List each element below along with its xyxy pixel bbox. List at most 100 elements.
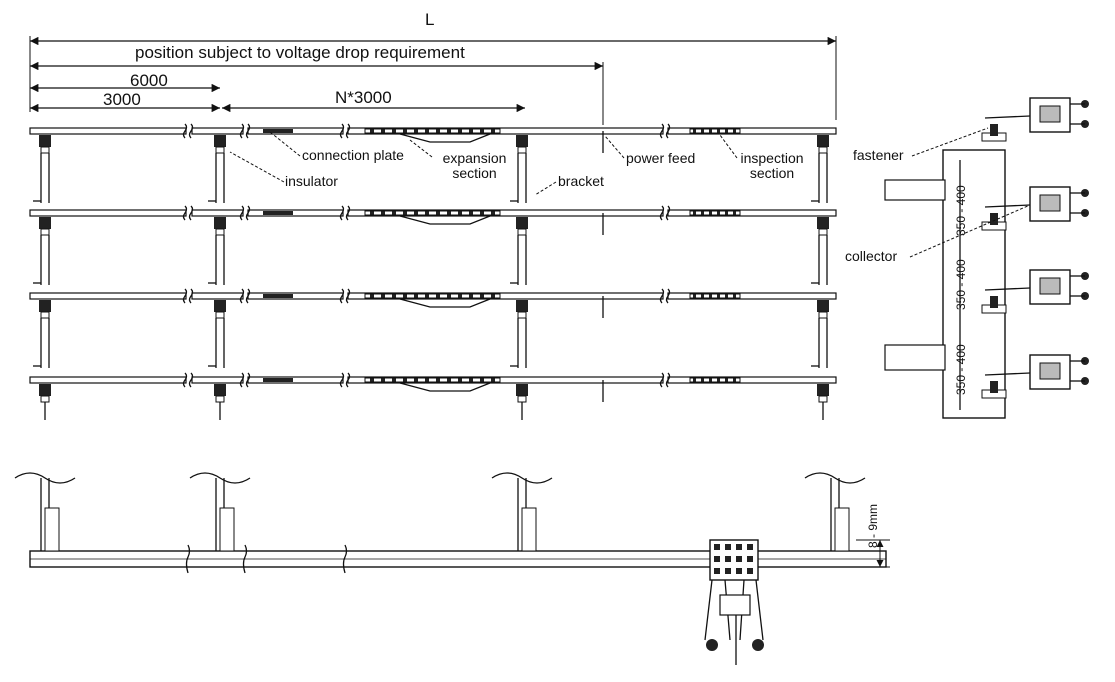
expansion-bolt xyxy=(370,378,374,382)
collector-label: collector xyxy=(845,248,898,264)
expansion-section-label: expansion section xyxy=(442,150,507,181)
fastener-label: fastener xyxy=(853,147,904,163)
rail-break-mark xyxy=(665,372,671,388)
side-beam xyxy=(884,344,946,371)
insulator-cap xyxy=(215,228,225,236)
expansion-bolt xyxy=(403,294,407,298)
rail-break-mark xyxy=(345,372,351,388)
inspection-bolt xyxy=(717,129,720,133)
insulator xyxy=(214,300,226,312)
insulator-cap xyxy=(818,228,828,236)
rail-segment xyxy=(191,292,244,300)
collector-core xyxy=(1039,277,1061,295)
bottom-insulator xyxy=(834,507,850,552)
bottom-cut-mark xyxy=(189,472,251,484)
spacing-mid-label: 350 - 400 xyxy=(954,259,968,310)
expansion-bolt xyxy=(414,294,418,298)
total-length-label: L xyxy=(425,10,435,29)
rail-break-mark xyxy=(239,205,245,221)
expansion-hanger xyxy=(399,215,491,225)
rail-break-mark xyxy=(665,123,671,139)
inspection-bolt xyxy=(701,294,704,298)
expansion-bolt xyxy=(436,211,440,215)
leader-expansion-section xyxy=(409,139,433,158)
bottom-insulator xyxy=(219,507,235,552)
rail-break-mark xyxy=(345,123,351,139)
expansion-bolt xyxy=(469,378,473,382)
expansion-bolt xyxy=(436,294,440,298)
expansion-bolt xyxy=(370,294,374,298)
insulator-cap xyxy=(517,228,527,236)
side-insulator xyxy=(990,124,998,136)
bottom-break-mark xyxy=(185,544,191,574)
connection-plate-label: connection plate xyxy=(302,147,404,163)
insulator-label: insulator xyxy=(285,173,338,189)
side-insulator xyxy=(990,296,998,308)
rail-segment xyxy=(29,376,187,384)
expansion-bolt xyxy=(469,129,473,133)
rail-break-mark xyxy=(245,123,251,139)
rail-break-mark xyxy=(659,288,665,304)
bottom-insulator xyxy=(44,507,60,552)
rail-break-mark xyxy=(245,205,251,221)
insulator xyxy=(516,135,528,147)
insulator-cap xyxy=(40,311,50,319)
insulator-cap xyxy=(40,228,50,236)
inspection-bolt xyxy=(733,294,736,298)
rail-break-mark xyxy=(188,288,194,304)
expansion-section xyxy=(364,210,501,216)
power-feed-label: power feed xyxy=(626,150,696,166)
inspection-bolt xyxy=(725,129,728,133)
bottom-collector-body xyxy=(719,594,751,616)
inspection-bolt xyxy=(725,378,728,382)
expansion-bolt xyxy=(447,294,451,298)
bottom-collector-bolt xyxy=(725,568,731,574)
gap-label: 8 - 9mm xyxy=(866,503,880,548)
expansion-bolt xyxy=(403,378,407,382)
expansion-bolt xyxy=(381,378,385,382)
rail-segment xyxy=(191,376,244,384)
bottom-collector-arm xyxy=(704,579,764,641)
expansion-bolt xyxy=(392,129,396,133)
expansion-bolt xyxy=(403,211,407,215)
expansion-bolt xyxy=(381,129,385,133)
expansion-bolt xyxy=(414,129,418,133)
rail-break-mark xyxy=(182,372,188,388)
insulator xyxy=(214,384,226,396)
feed-position-label: position subject to voltage drop require… xyxy=(135,43,465,62)
inspection-bolt xyxy=(709,378,712,382)
side-insulator xyxy=(990,213,998,225)
inspection-bolt xyxy=(717,211,720,215)
insulator xyxy=(516,300,528,312)
rail-break-mark xyxy=(339,123,345,139)
inspection-bolt xyxy=(701,378,704,382)
insulator-cap xyxy=(517,395,527,403)
inspection-section xyxy=(689,210,741,216)
expansion-bolt xyxy=(392,294,396,298)
bottom-collector-bolt xyxy=(747,544,753,550)
expansion-bolt xyxy=(469,211,473,215)
insulator-cap xyxy=(40,395,50,403)
rail-segment xyxy=(191,209,244,217)
leader-lines xyxy=(229,127,1031,258)
rail-break-mark xyxy=(345,288,351,304)
dim-6000-label: 6000 xyxy=(130,71,168,90)
side-insulator xyxy=(990,381,998,393)
leader-fastener xyxy=(911,127,989,157)
leader-collector xyxy=(909,204,1031,258)
expansion-bolt xyxy=(436,129,440,133)
insulator xyxy=(817,384,829,396)
expansion-bolt xyxy=(491,129,495,133)
leader-connection-plate xyxy=(269,131,301,157)
insulator-cap xyxy=(215,395,225,403)
bottom-collector-bolt xyxy=(714,556,720,562)
rail-break-mark xyxy=(659,372,665,388)
bottom-collector-bolt xyxy=(736,556,742,562)
bottom-collector-bolt xyxy=(714,544,720,550)
bottom-collector-bolt xyxy=(736,568,742,574)
expansion-bolt xyxy=(447,211,451,215)
expansion-bolt xyxy=(480,129,484,133)
expansion-bolt xyxy=(480,378,484,382)
